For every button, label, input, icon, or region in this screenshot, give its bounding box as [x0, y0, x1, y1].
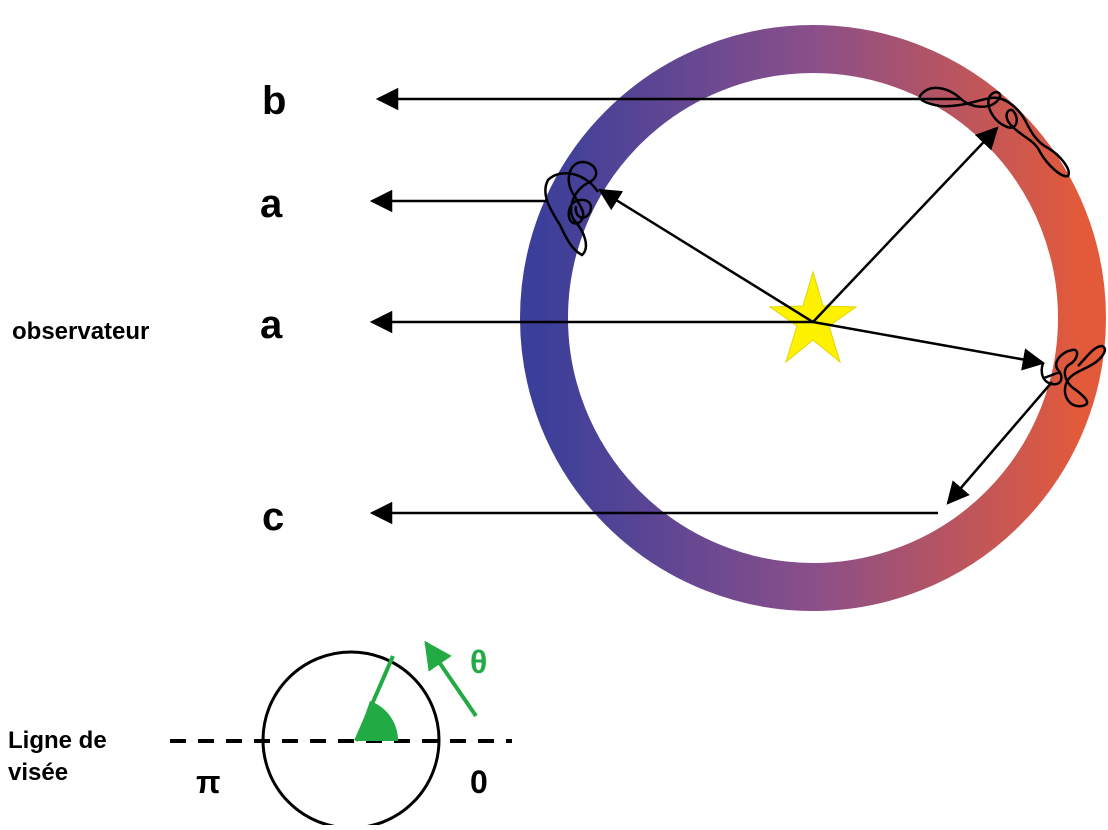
theta-label: θ [470, 644, 487, 680]
angle-wedge [356, 701, 398, 741]
line-of-sight-label-1: Ligne de [8, 727, 107, 754]
central-star-icon [770, 272, 856, 362]
line-of-sight-label-2: visée [8, 759, 68, 786]
observer-label: observateur [12, 318, 149, 345]
zero-label: 0 [470, 764, 488, 800]
pi-label: π [196, 764, 221, 800]
ray-to-upper-left-blob [600, 190, 813, 322]
label-a-upper: a [260, 182, 283, 226]
label-b: b [262, 79, 286, 123]
label-c: c [262, 495, 284, 539]
theta-direction-arrow-icon [426, 643, 476, 716]
angle-circle [263, 652, 439, 825]
ray-to-right-blob [813, 322, 1043, 363]
label-a-center: a [260, 303, 283, 347]
ray-to-upper-right-blob [813, 128, 997, 322]
